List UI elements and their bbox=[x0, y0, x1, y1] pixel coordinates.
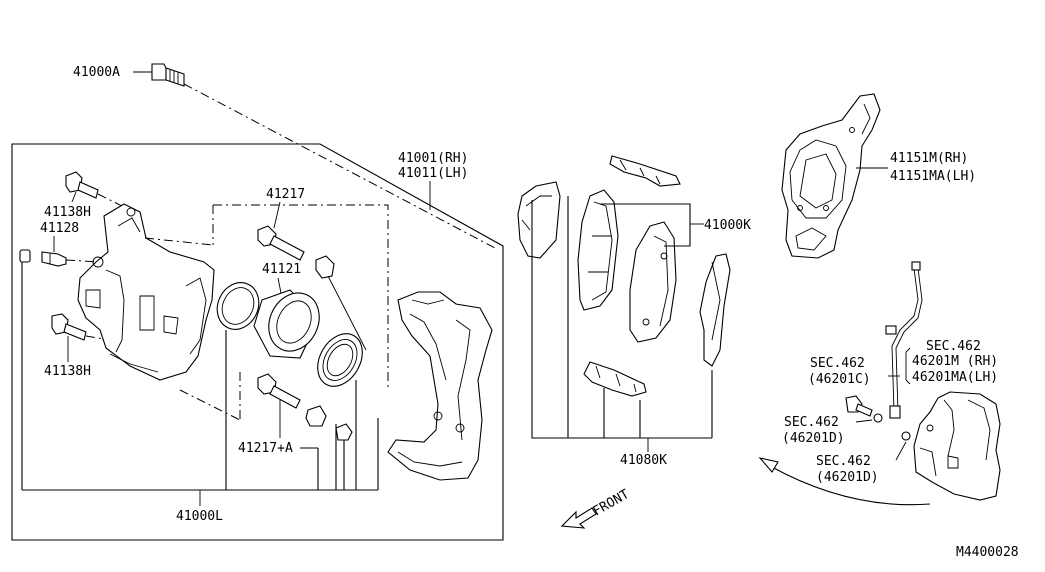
pad-kit-bracket-41000k bbox=[600, 203, 691, 247]
mounting-bolt-41000a bbox=[151, 63, 185, 87]
copper-washer-top bbox=[873, 413, 883, 423]
label-41000l: 41000L bbox=[176, 509, 223, 524]
caliper-body bbox=[77, 203, 215, 381]
caliper-bolt-41138h-bottom bbox=[51, 313, 87, 341]
label-46201d-bottom: (46201D) bbox=[816, 470, 879, 485]
splash-shield bbox=[781, 93, 881, 259]
copper-washer-bottom bbox=[901, 431, 911, 441]
bushing-cap bbox=[335, 423, 353, 441]
label-sec462-d: SEC.462 bbox=[816, 454, 871, 469]
label-41000k: 41000K bbox=[704, 218, 751, 233]
diagram-id: M4400028 bbox=[956, 545, 1019, 560]
pad-shim-inner bbox=[699, 253, 731, 367]
label-41080k: 41080K bbox=[620, 453, 667, 468]
label-sec462-b: SEC.462 bbox=[810, 356, 865, 371]
label-41001-rh: 41001(RH) bbox=[398, 151, 468, 166]
curved-arrow bbox=[758, 457, 931, 506]
label-front: FRONT bbox=[591, 487, 633, 520]
label-41011-lh: 41011(LH) bbox=[398, 166, 468, 181]
label-46201c: (46201C) bbox=[808, 372, 871, 387]
banjo-bolt bbox=[845, 395, 873, 417]
bleeder-screw-41128 bbox=[19, 249, 67, 267]
label-41128: 41128 bbox=[40, 221, 79, 236]
front-direction-arrow bbox=[560, 507, 597, 529]
pad-clip-top bbox=[609, 155, 681, 187]
brake-pad-inner bbox=[577, 189, 619, 311]
label-46201d-top: (46201D) bbox=[782, 431, 845, 446]
pad-shim-outer bbox=[517, 181, 561, 259]
caliper-bolt-41138h-top bbox=[65, 171, 99, 199]
pad-clip-bottom bbox=[583, 361, 647, 397]
caliper-assembly-small bbox=[913, 391, 1001, 501]
label-41121: 41121 bbox=[262, 262, 301, 277]
hardware-kit-bracket-41080k bbox=[531, 196, 713, 439]
label-46201ma-lh: 46201MA(LH) bbox=[912, 370, 998, 385]
label-sec462-c: SEC.462 bbox=[784, 415, 839, 430]
piston-boot bbox=[317, 333, 363, 387]
label-41138h-top: 41138H bbox=[44, 205, 91, 220]
pin-boot bbox=[315, 255, 335, 279]
guide-pin-41217 bbox=[257, 225, 305, 261]
label-46201m-rh: 46201M (RH) bbox=[912, 354, 998, 369]
caliper-kit-outline bbox=[11, 143, 504, 541]
label-sec462-hose: SEC.462 bbox=[926, 339, 981, 354]
brake-hose bbox=[885, 261, 923, 419]
caliper-piston bbox=[253, 289, 320, 359]
label-41217a: 41217+A bbox=[238, 441, 293, 456]
caliper-bracket bbox=[387, 291, 493, 481]
piston-seal-41121 bbox=[216, 282, 260, 330]
label-41138h-bottom: 41138H bbox=[44, 364, 91, 379]
label-41217: 41217 bbox=[266, 187, 305, 202]
brake-pad-outer bbox=[629, 221, 677, 343]
label-41151ma-lh: 41151MA(LH) bbox=[890, 169, 976, 184]
guide-pin-41217a bbox=[257, 373, 301, 409]
label-41000a: 41000A bbox=[73, 65, 120, 80]
label-41151m-rh: 41151M(RH) bbox=[890, 151, 968, 166]
pin-bushing bbox=[305, 405, 327, 427]
